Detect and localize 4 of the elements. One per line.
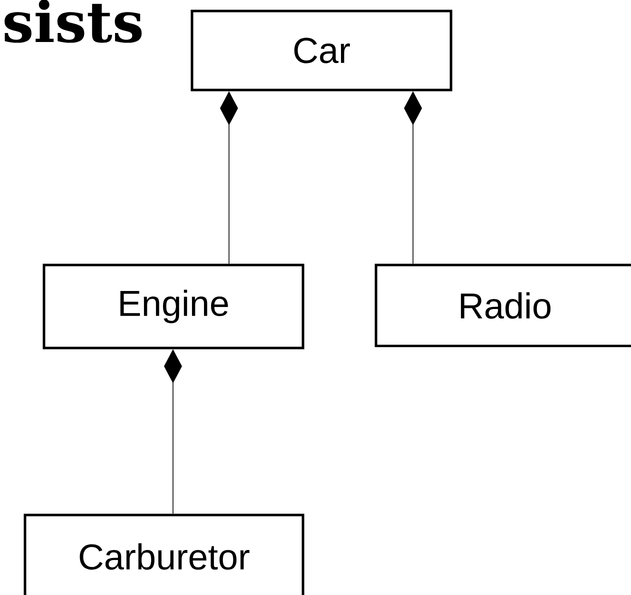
class-box: Radio: [374, 264, 631, 348]
class-box: Engine: [42, 264, 304, 350]
class-box: Car: [190, 10, 452, 92]
class-box: Carburetor: [24, 514, 304, 595]
